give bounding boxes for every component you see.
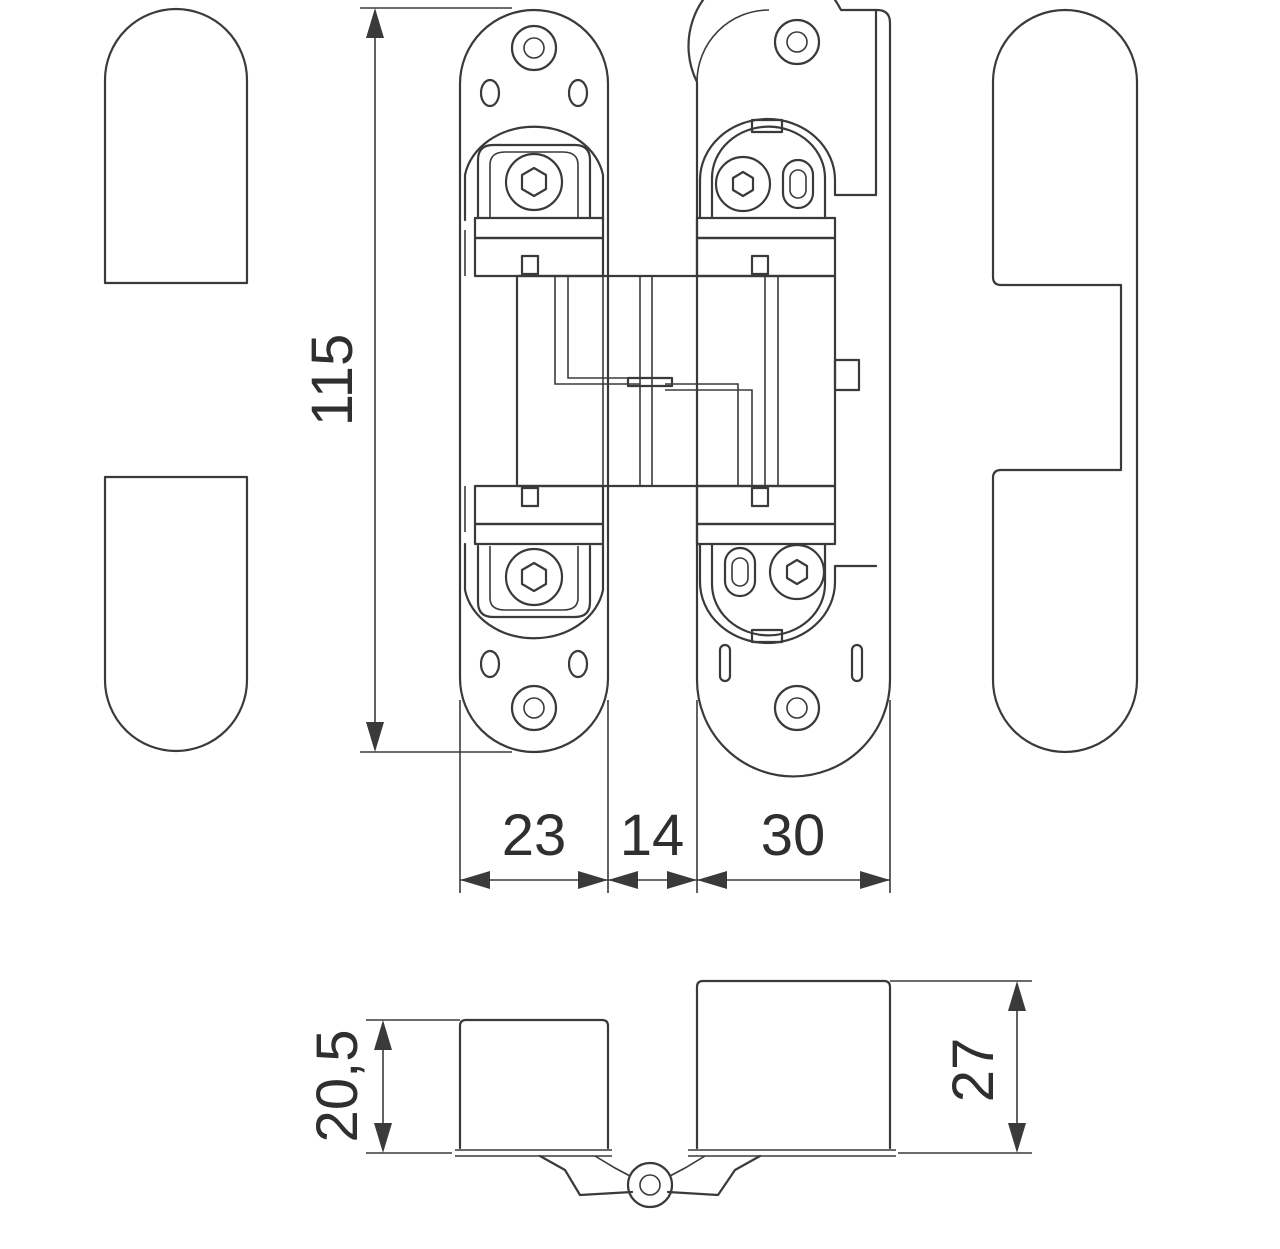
right-hinge-plate: [687, 0, 892, 778]
height-label: 115: [300, 334, 365, 426]
width-dimensions: 23 14 30: [459, 700, 891, 893]
left-hinge-plate: [458, 8, 610, 754]
depth-right-dimension: 27: [890, 980, 1032, 1154]
hinge-knuckle-mechanism: [515, 274, 861, 488]
right-mortise-template: [991, 8, 1139, 754]
arrow-up-icon: [366, 8, 384, 38]
depth-right-label: 27: [941, 1038, 1006, 1103]
arrow-down-icon: [366, 722, 384, 752]
height-dimension: 115: [300, 7, 512, 753]
depth-left-label: 20,5: [305, 1030, 370, 1143]
width-right-label: 30: [761, 803, 826, 868]
width-gap-label: 14: [620, 803, 685, 868]
depth-left-dimension: 20,5: [305, 1019, 460, 1154]
width-left-label: 23: [502, 803, 567, 868]
left-mortise-template: [103, 7, 249, 753]
side-view: [455, 979, 896, 1209]
